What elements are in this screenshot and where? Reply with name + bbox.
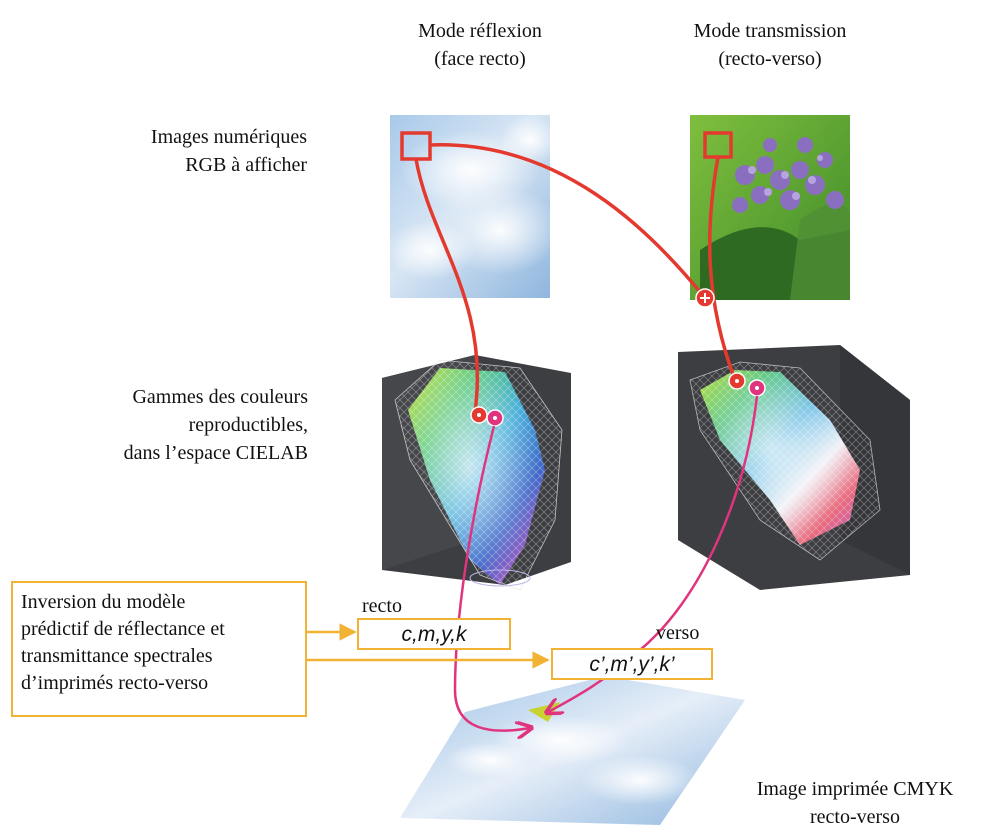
row-label-gamuts: Gammes des couleurs reproductibles, dans… [123,386,308,464]
combine-icon [695,288,715,308]
magenta-path-recto [453,425,530,731]
red-path-transmission [708,156,737,381]
lab-point-magenta-left [486,409,504,427]
lab-point-red-left [470,406,488,424]
row-label-rgb-images: Images numériques RGB à afficher [150,126,307,176]
lab-point-red-right [728,372,746,390]
red-path-reflection [414,158,480,413]
gamut-reflection [382,355,571,591]
column-title-reflection: Mode réflexion (face recto) [418,20,542,70]
magenta-path-verso [548,395,759,712]
inversion-model-text: Inversion du modèle prédictif de réflect… [21,591,225,694]
lilac-rgb-image [690,115,850,300]
printed-image-caption: Image imprimée CMYK recto-verso [756,778,954,828]
red-path-cross [429,143,707,300]
recto-label: recto [362,595,402,617]
verso-label: verso [656,622,700,644]
column-title-transmission: Mode transmission (recto-verso) [693,20,847,70]
verso-cmyk-box: c’,m’,y’,k’ [551,648,713,680]
recto-cmyk-box: c,m,y,k [357,618,511,650]
lab-point-magenta-right [748,379,766,397]
inversion-model-box: Inversion du modèle prédictif de réflect… [11,581,307,717]
gamut-transmission [678,345,910,590]
sky-rgb-image [385,115,560,298]
